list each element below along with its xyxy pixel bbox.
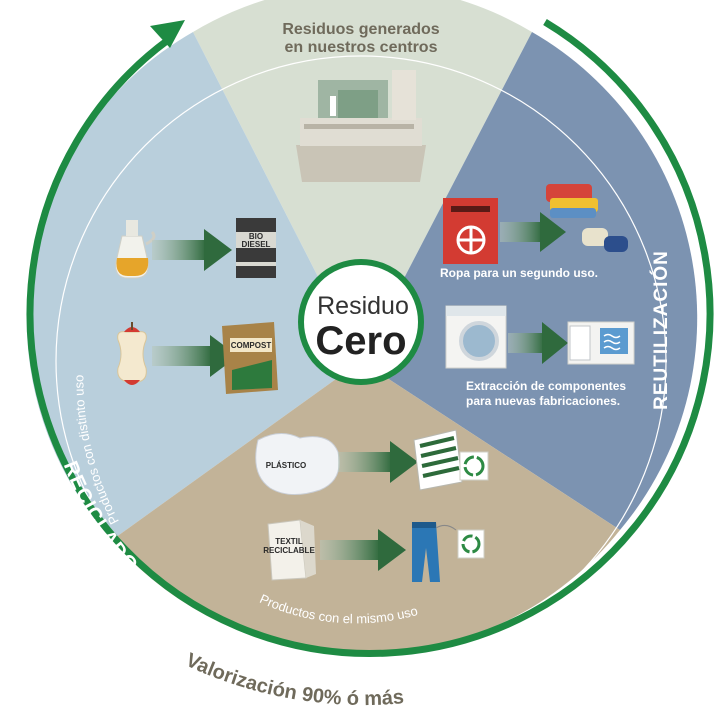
apple-core-icon — [117, 322, 147, 385]
cycle-arrowhead-icon — [150, 20, 185, 48]
biodiesel-label-1: BIO — [249, 232, 263, 241]
center-badge — [298, 259, 424, 385]
arrow-componentes — [508, 322, 568, 364]
recycle-tag-icon — [435, 524, 485, 559]
donation-box-icon — [443, 198, 498, 264]
arrow-textil — [320, 529, 406, 571]
plastic-bag-icon: PLÁSTICO — [255, 433, 340, 495]
arrow-ropa — [500, 212, 566, 252]
caption-ropa: Ropa para un segundo uso. — [440, 266, 598, 280]
plastico-label: PLÁSTICO — [266, 461, 306, 470]
center-line1: Residuo — [317, 292, 409, 320]
sector-reciclado-bottom — [112, 361, 620, 655]
recycle-icon — [459, 451, 489, 481]
recycled-sheet-icon — [413, 429, 463, 491]
compost-bag-icon: COMPOST — [222, 322, 278, 394]
arrow-biodiesel — [152, 229, 232, 271]
center-line2: Cero — [315, 319, 406, 363]
sector-reutilizacion — [361, 32, 698, 530]
caption-componentes-2: para nuevas fabricaciones. — [466, 394, 620, 408]
title-line2: en nuestros centros — [285, 39, 438, 56]
oil-jar-icon — [115, 220, 156, 279]
cycle-arrow — [26, 19, 714, 657]
title-line1: Residuos generados — [282, 21, 439, 38]
textil-label-1: TEXTIL — [275, 537, 303, 546]
reutilizacion-label: REUTILIZACIÓN — [650, 250, 672, 410]
biodiesel-label-2: DIESEL — [242, 240, 271, 249]
textil-label-2: RECICLABLE — [263, 546, 315, 555]
jeans-icon — [412, 522, 440, 582]
inner-ring — [55, 55, 667, 667]
caption-componentes-1: Extracción de componentes — [466, 379, 626, 393]
sector-reciclado-left — [26, 32, 362, 540]
building-icon — [296, 70, 426, 182]
clothes-icon — [546, 184, 628, 252]
compost-label: COMPOST — [231, 341, 272, 350]
textile-box-icon: TEXTIL RECICLABLE — [263, 519, 316, 581]
biodiesel-barrel-icon: BIO DIESEL — [236, 218, 276, 278]
radiator-icon — [567, 321, 635, 365]
arrow-plastico — [338, 441, 418, 483]
washing-machine-icon — [445, 305, 507, 369]
